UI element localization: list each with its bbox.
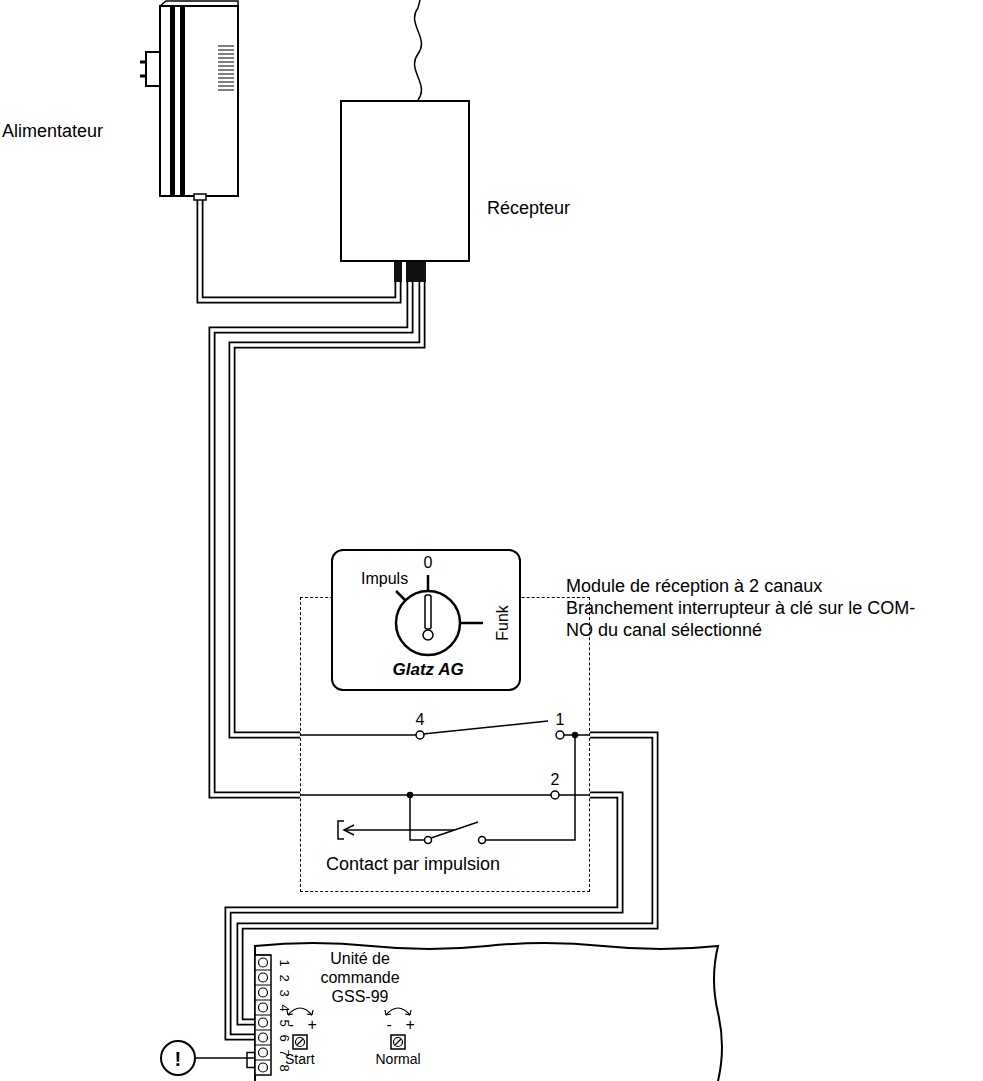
contact-number: 4 <box>416 710 425 730</box>
terminal-number: 8 <box>275 1064 291 1071</box>
receiver-plugs <box>394 262 426 282</box>
module-note: Branchement interrupteur à clé sur le CO… <box>566 597 926 641</box>
adjust-sign: + <box>308 1015 317 1035</box>
contact-number: 1 <box>556 710 565 730</box>
device-label: Alimentateur <box>2 120 103 142</box>
brand-label: Glatz AG <box>393 659 464 680</box>
jumper-wire <box>196 1058 255 1059</box>
control-unit-outline <box>255 945 720 1081</box>
receiver-module: Contact par impulsionImpuls0FunkGlatz AG <box>300 597 590 892</box>
switch-contacts <box>300 721 590 844</box>
contact-number: 2 <box>551 770 560 790</box>
module-note: Module de réception à 2 canaux <box>566 575 822 597</box>
warning-circle: ! <box>160 1040 196 1076</box>
terminal-number: 7 <box>275 1049 291 1056</box>
control-unit: Unité de commande GSS-99StartNormal <box>255 945 720 1081</box>
position-label: Impuls <box>361 569 408 589</box>
power-supply: Alimentateur <box>140 0 240 200</box>
terminal-number: 4 <box>275 1004 291 1011</box>
warning-mark: ! <box>175 1047 182 1071</box>
terminal-number: 6 <box>275 1034 291 1041</box>
module-label: Contact par impulsion <box>326 853 500 875</box>
knob-label: Normal <box>376 1051 421 1067</box>
power-supply-drawing <box>140 0 240 200</box>
adjust-sign: - <box>289 1015 294 1035</box>
antenna <box>415 0 422 100</box>
jumper-bracket <box>247 1053 255 1068</box>
terminal-number: 1 <box>275 959 291 966</box>
device-label: Récepteur <box>487 197 570 219</box>
adjust-sign: - <box>387 1015 392 1035</box>
adjust-sign: + <box>406 1015 415 1035</box>
receiver-box: Récepteur <box>340 100 470 262</box>
position-label: Funk <box>493 605 513 641</box>
terminal-number: 2 <box>275 974 291 981</box>
terminal-number: 3 <box>275 989 291 996</box>
unit-title: Unité de commande GSS-99 <box>305 949 415 1006</box>
key-switch-plate: Impuls 0FunkGlatz AG <box>331 549 521 691</box>
position-label: 0 <box>424 553 433 573</box>
